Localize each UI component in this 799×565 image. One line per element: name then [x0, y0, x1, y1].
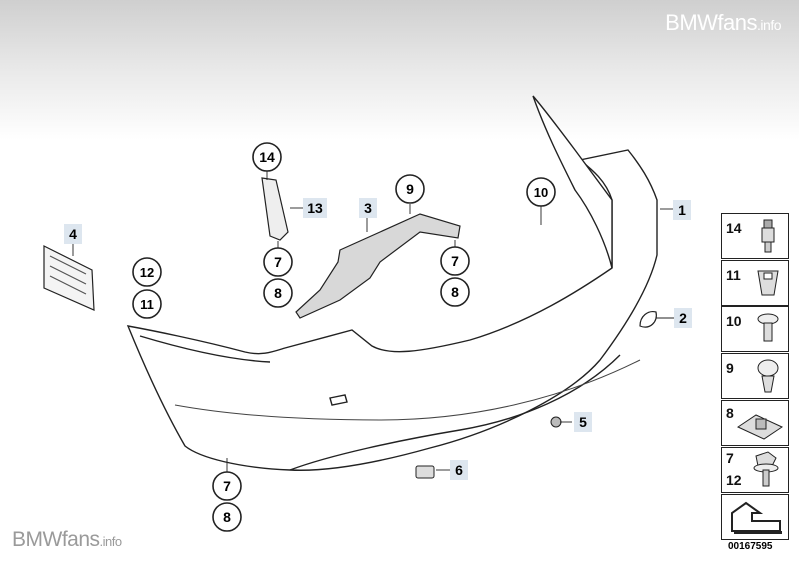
watermark-brand: BMWfans [665, 10, 758, 35]
carrier-bracket[interactable] [295, 213, 461, 319]
svg-text:7: 7 [223, 478, 231, 494]
side-bracket-left[interactable] [43, 245, 95, 311]
callout-3[interactable]: 3 [359, 198, 377, 218]
watermark-tld: .info [757, 17, 781, 33]
svg-text:8: 8 [274, 285, 282, 301]
callout-2[interactable]: 2 [674, 308, 692, 328]
callout-7-strip[interactable]: 7 [263, 247, 293, 277]
callout-14[interactable]: 14 [252, 142, 282, 172]
screw-clip-icon [761, 219, 775, 253]
legend-item-7-12[interactable]: 7 12 [721, 447, 789, 493]
callout-8-bottom[interactable]: 8 [212, 502, 242, 532]
legend-label-bottom: 12 [726, 472, 742, 488]
svg-text:3: 3 [364, 200, 372, 216]
svg-text:7: 7 [274, 254, 282, 270]
svg-text:2: 2 [679, 310, 687, 326]
svg-text:9: 9 [406, 181, 414, 197]
callout-7-bracket[interactable]: 7 [440, 246, 470, 276]
svg-text:1: 1 [678, 202, 686, 218]
svg-text:10: 10 [534, 185, 548, 200]
legend-label: 8 [726, 405, 734, 421]
callout-8-bracket[interactable]: 8 [440, 277, 470, 307]
legend-label-top: 7 [726, 450, 734, 466]
spring-nut-icon [736, 414, 784, 440]
callout-10[interactable]: 10 [526, 177, 556, 207]
diagram-number: 00167595 [728, 541, 773, 552]
callout-8-strip[interactable]: 8 [263, 278, 293, 308]
callout-4[interactable]: 4 [64, 224, 82, 244]
clip-part[interactable] [415, 465, 435, 479]
callout-13[interactable]: 13 [303, 198, 327, 218]
legend-label: 10 [726, 313, 742, 329]
svg-text:14: 14 [259, 149, 275, 165]
reflector-seal[interactable] [639, 311, 657, 328]
expanding-nut-icon [757, 270, 779, 296]
watermark-bottom: BMWfans.info [12, 528, 122, 552]
legend-item-14[interactable]: 14 [721, 213, 789, 259]
bumper-cover[interactable] [126, 95, 658, 471]
legend-item-8[interactable]: 8 [721, 400, 789, 446]
legend-label: 14 [726, 220, 742, 236]
svg-text:6: 6 [455, 462, 463, 478]
svg-text:8: 8 [451, 284, 459, 300]
watermark-top: BMWfans.info [665, 10, 781, 36]
leader-lines [72, 170, 674, 472]
svg-text:8: 8 [223, 509, 231, 525]
watermark-tld: .info [99, 534, 123, 549]
svg-text:11: 11 [140, 297, 154, 312]
callout-5[interactable]: 5 [574, 412, 592, 432]
callout-9[interactable]: 9 [395, 174, 425, 204]
svg-text:12: 12 [140, 265, 154, 280]
expanding-rivet-icon [757, 359, 779, 393]
arrow-indicator-icon [731, 501, 782, 534]
push-rivet-icon [757, 313, 779, 342]
legend-item-10[interactable]: 10 [721, 306, 789, 352]
nut-part[interactable] [550, 416, 562, 428]
guide-strip[interactable] [261, 177, 289, 241]
legend-label: 11 [726, 267, 741, 283]
svg-text:4: 4 [69, 226, 77, 242]
callout-12[interactable]: 12 [132, 257, 162, 287]
flange-screw-icon [753, 451, 779, 487]
legend-item-arrow[interactable] [721, 494, 789, 540]
legend-item-11[interactable]: 11 [721, 260, 789, 306]
callout-6[interactable]: 6 [450, 460, 468, 480]
watermark-brand: BMWfans [12, 528, 100, 551]
callout-7-bottom[interactable]: 7 [212, 471, 242, 501]
svg-text:5: 5 [579, 414, 587, 430]
svg-text:7: 7 [451, 253, 459, 269]
svg-text:13: 13 [307, 200, 323, 216]
callout-1[interactable]: 1 [673, 200, 691, 220]
callout-11[interactable]: 11 [132, 289, 162, 319]
legend-item-9[interactable]: 9 [721, 353, 789, 399]
legend-label: 9 [726, 360, 734, 376]
